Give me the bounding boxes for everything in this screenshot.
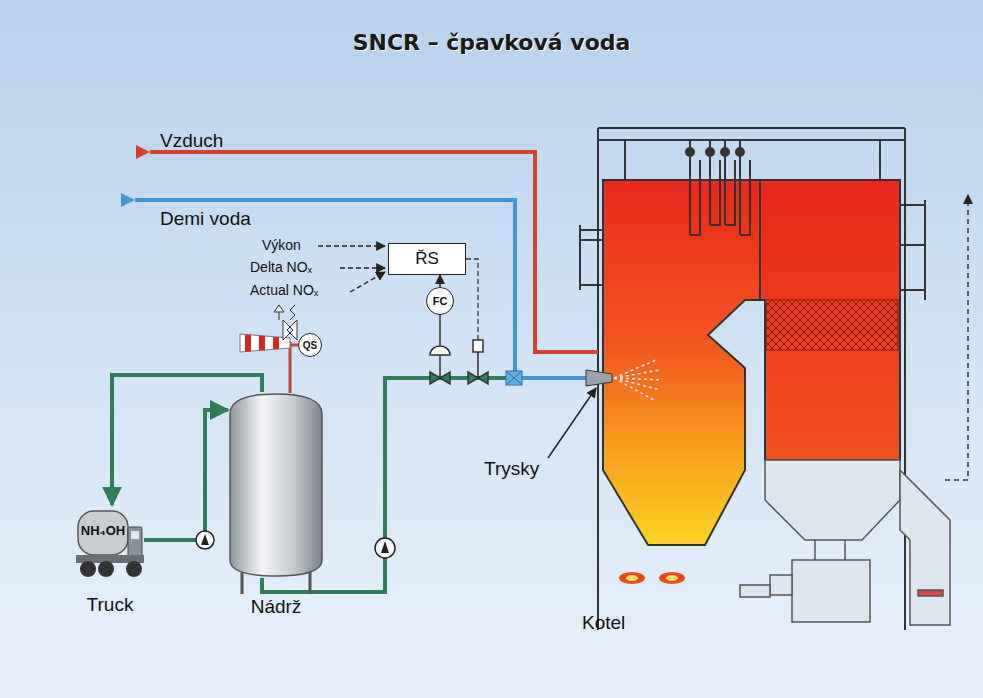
truck: NH₄OHTruck [76,505,144,581]
signal-label: Delta NOₓ [250,259,312,275]
signal-inputs [318,246,385,292]
truck-content: NH₄OH [78,523,128,538]
tank-label: Nádrž [251,596,302,618]
air-label: Vzduch [160,130,223,152]
nozzle [586,370,612,386]
tank-vent [240,305,322,393]
air-arrow [136,145,150,159]
boiler-frame [580,128,925,630]
flue-gas-equipment [740,460,950,625]
signal-line [466,259,478,340]
second-pass [760,180,900,460]
flue-gas-arrow [945,195,968,480]
superheater [686,140,750,235]
quantity-switch: QS [298,333,322,357]
demi-water-arrow [121,193,135,207]
pump-symbol [375,538,395,558]
economizer [766,300,898,350]
pump-symbol [196,531,214,549]
truck-label: Truck [87,594,134,616]
boiler-label: Kotel [582,612,625,634]
ammonia-pipe [144,410,228,540]
truck-drawing [76,505,144,581]
furnace [603,180,760,545]
control-system-box: ŘS [388,243,466,275]
demi-water-line [135,200,600,378]
signal-line [439,275,441,287]
filter-mark [506,371,522,385]
air-line [150,152,598,352]
instrument-tag: FC [433,295,448,307]
filter [506,371,522,385]
control-valves [430,313,488,384]
signal-label: Actual NOₓ [250,282,318,298]
signal-label: Výkon [262,237,301,253]
nozzle-label: Trysky [484,458,539,480]
spray [614,360,662,400]
demi-water-label: Demi voda [160,208,251,230]
storage-tank: Nádrž [228,392,324,578]
instrument-tag: QS [303,340,317,351]
nozzle-leader [548,388,596,458]
flow-controller: FC [426,287,454,315]
tank-drawing [228,392,324,578]
burner-flames [619,572,685,584]
title: SNCR – čpavková voda [0,30,983,55]
box-label: ŘS [415,249,439,269]
